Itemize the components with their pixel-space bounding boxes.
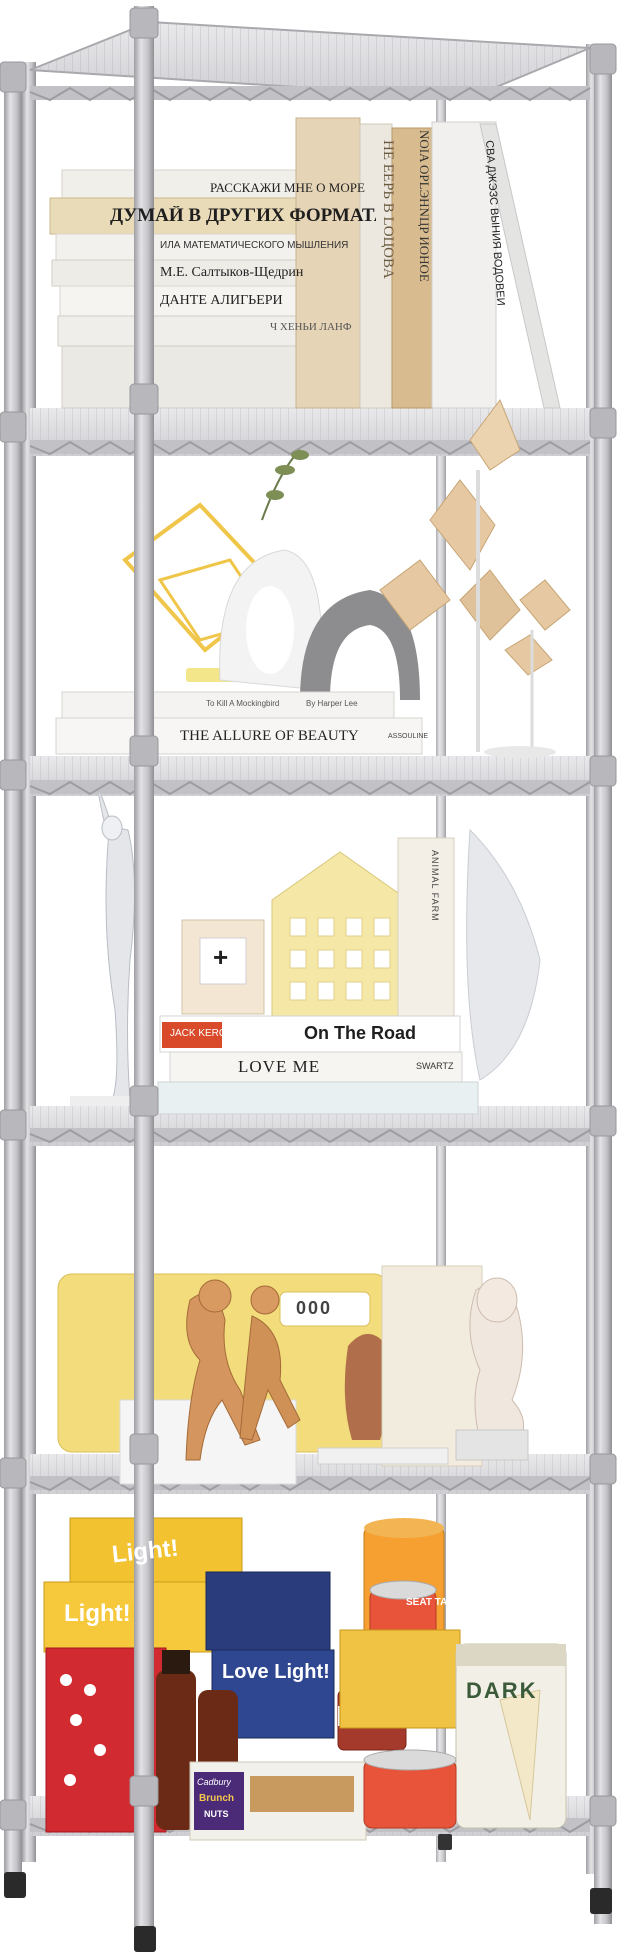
package-label: DARK bbox=[466, 1680, 538, 1702]
book-spine-title: РАССКАЖИ МНЕ О МОРЕ bbox=[210, 181, 365, 194]
radio-display: 000 bbox=[296, 1299, 333, 1317]
book-spine-author: SWARTZ bbox=[416, 1062, 454, 1071]
book-spine-title: THE ALLURE OF BEAUTY bbox=[180, 729, 359, 744]
shelf-deck-3 bbox=[29, 756, 591, 796]
foot-right bbox=[590, 1888, 612, 1914]
package-label: NUTS bbox=[204, 1810, 229, 1819]
book-spine-title: ДАНТЕ АЛИГЬЕРИ bbox=[160, 294, 283, 308]
shelf-2-decor bbox=[122, 398, 571, 758]
book-spine-title: HE EEPЬ B LOЦОВA bbox=[380, 140, 395, 279]
front-right-pole bbox=[594, 44, 612, 1924]
box-plus-symbol: + bbox=[213, 944, 229, 970]
book-spine-title: NOIA OPLЭHNЦP ИОНОЕ bbox=[418, 130, 431, 282]
shelf-deck-1 bbox=[29, 20, 591, 102]
shelf-3-book-stack bbox=[157, 1015, 479, 1115]
shelf-3-decor bbox=[70, 790, 541, 1106]
package-label: Brunch bbox=[199, 1794, 234, 1804]
package-label: Love Light! bbox=[222, 1662, 330, 1682]
book-spine-author: JACK KEROUAC bbox=[170, 1029, 248, 1039]
package-label: Light! bbox=[64, 1602, 131, 1626]
back-left-pole bbox=[22, 62, 36, 1862]
package-label: SEAT TAVARAMA bbox=[406, 1598, 466, 1608]
shelf-2-book-stack bbox=[55, 691, 423, 755]
package-label: Cadbury bbox=[197, 1778, 232, 1787]
front-left-pole bbox=[134, 6, 154, 1936]
shelf-4-decor bbox=[57, 1265, 529, 1485]
foot-back bbox=[438, 1834, 452, 1850]
book-spine-title: To Kill A Mockingbird bbox=[206, 700, 280, 708]
book-spine-publisher: ASSOULINE bbox=[388, 733, 429, 740]
book-spine-title: ДУМАЙ В ДРУГИХ ФОРМАТАХ II bbox=[110, 206, 376, 225]
book-spine-title: LOVE ME bbox=[238, 1058, 321, 1075]
book-spine-author: By Harper Lee bbox=[306, 700, 358, 708]
book-spine-title: ANIMAL FARM bbox=[430, 850, 439, 922]
book-spine-title: М.Е. Салтыков-Щедрин bbox=[160, 266, 304, 280]
book-spine-title: Ч ХЕНЬИ ЛАНФ bbox=[270, 322, 352, 333]
book-spine-title: ИЛА МАТЕМАТИЧЕСКОГО МЫШЛЕНИЯ bbox=[160, 241, 349, 251]
foot-front-left bbox=[134, 1926, 156, 1952]
left-outer-pole bbox=[4, 62, 22, 1892]
shelf-5-snacks bbox=[43, 1517, 567, 1841]
book-spine-title: On The Road bbox=[304, 1024, 416, 1042]
foot-left bbox=[4, 1872, 26, 1898]
shelf-1-standing-books bbox=[295, 117, 561, 409]
